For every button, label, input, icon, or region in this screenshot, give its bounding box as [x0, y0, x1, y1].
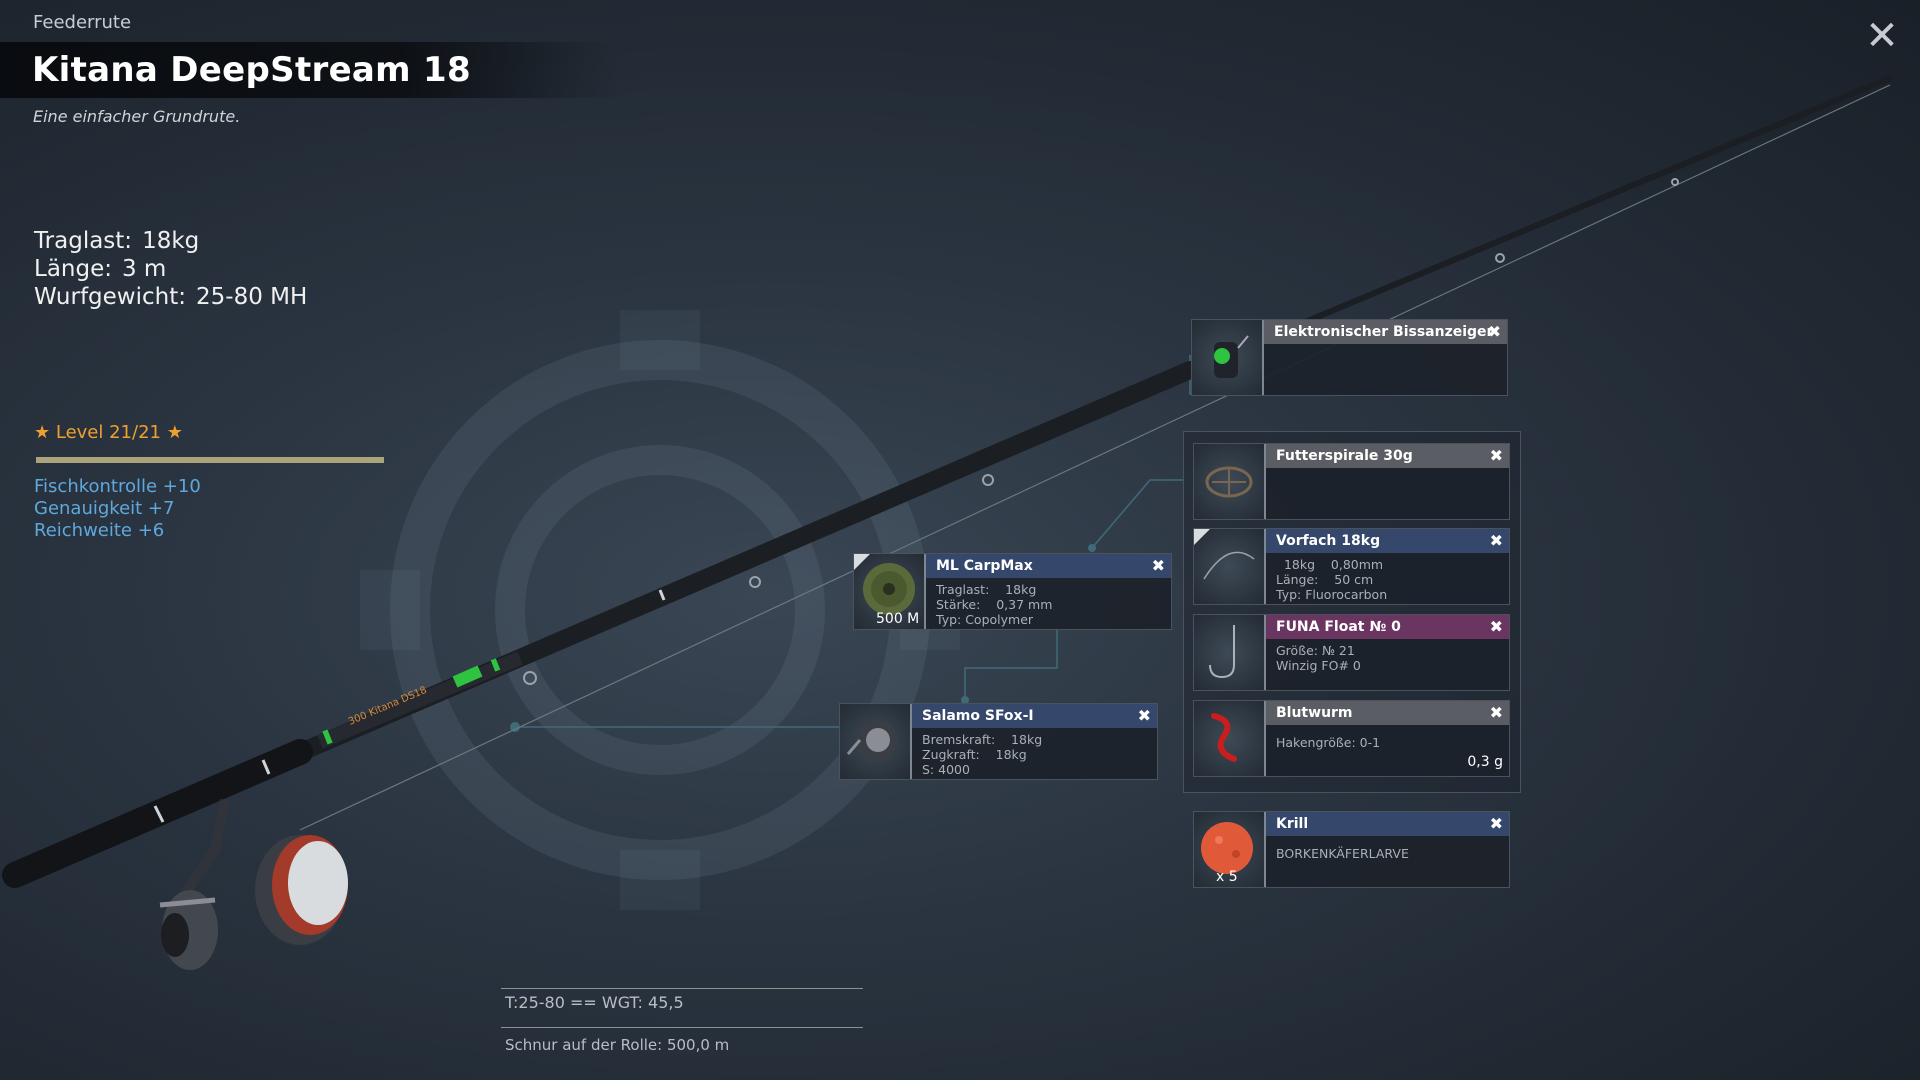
bonus-fish-control: Fischkontrolle +10 [34, 476, 201, 497]
card-title: Salamo SFox-I [912, 704, 1157, 728]
item-quantity: x 5 [1216, 869, 1238, 885]
remove-icon[interactable]: ✖ [1137, 706, 1151, 725]
fishing-line [299, 84, 1891, 831]
bonus-accuracy: Genauigkeit +7 [34, 498, 175, 519]
slot-leader[interactable]: Vorfach 18kg ✖ 18kg 0,80mm Länge: 50 cm … [1193, 528, 1510, 605]
connector-dots [510, 544, 1096, 732]
card-title: Blutwurm [1266, 701, 1509, 725]
bloodworm-icon [1194, 701, 1266, 776]
line-length: 500 M [876, 611, 920, 627]
slot-groundbait[interactable]: x 5 Krill ✖ BORKENKÄFERLARVE [1193, 811, 1510, 888]
line-on-reel-info: Schnur auf der Rolle: 500,0 m [505, 1036, 730, 1054]
slot-bait[interactable]: Blutwurm ✖ Hakengröße: 0-1 0,3 g [1193, 700, 1510, 777]
item-corner-marker [1194, 529, 1210, 545]
item-description: Eine einfacher Grundrute. [33, 107, 241, 126]
card-title: Elektronischer Bissanzeiger [1264, 320, 1507, 344]
bait-weight: 0,3 g [1467, 754, 1503, 770]
slot-fishing-line[interactable]: 500 M ML CarpMax ✖ Traglast: 18kg Stärke… [853, 553, 1172, 630]
connector-lines [515, 355, 1191, 728]
rod-guides [153, 589, 666, 823]
remove-icon[interactable]: ✖ [1489, 703, 1503, 722]
remove-icon[interactable]: ✖ [1489, 446, 1503, 465]
hook-icon [1194, 615, 1266, 690]
remove-icon[interactable]: ✖ [1489, 814, 1503, 833]
tackle-weight-info: T:25-80 == WGT: 45,5 [505, 993, 684, 1012]
card-title: Krill [1266, 812, 1509, 836]
stat-cast-weight: Wurfgewicht:25-80 MH [34, 284, 308, 310]
level-progress-fill [36, 457, 384, 463]
stat-length: Länge:3 m [34, 256, 167, 282]
remove-icon[interactable]: ✖ [1151, 556, 1165, 575]
divider [501, 1027, 863, 1028]
slot-feeder[interactable]: Futterspirale 30g ✖ [1193, 443, 1510, 520]
stat-load: Traglast:18kg [34, 228, 200, 254]
slot-reel[interactable]: Salamo SFox-I ✖ Bremskraft: 18kg Zugkraf… [839, 703, 1158, 780]
background-gear-emblem [390, 340, 930, 880]
line-spool-icon: 500 M [854, 554, 926, 629]
card-details: BORKENKÄFERLARVE [1276, 846, 1409, 861]
divider [501, 988, 863, 989]
card-title: Futterspirale 30g [1266, 444, 1509, 468]
card-title: Vorfach 18kg [1266, 529, 1509, 553]
slot-hook[interactable]: FUNA Float № 0 ✖ Größe: № 21 Winzig FO# … [1193, 614, 1510, 691]
bite-alarm-icon [1192, 320, 1264, 395]
close-icon[interactable]: ✕ [1865, 13, 1899, 59]
item-title: Kitana DeepStream 18 [32, 50, 471, 90]
card-title: FUNA Float № 0 [1266, 615, 1509, 639]
reel-icon [840, 704, 912, 779]
rod-rings [523, 178, 1679, 685]
slot-bite-indicator[interactable]: Elektronischer Bissanzeiger ✖ [1191, 319, 1508, 396]
card-details: Bremskraft: 18kg Zugkraft: 18kg S: 4000 [922, 732, 1043, 777]
bonus-range: Reichweite +6 [34, 520, 165, 541]
card-title: ML CarpMax [926, 554, 1171, 578]
item-category: Feederrute [33, 12, 132, 33]
remove-icon[interactable]: ✖ [1489, 617, 1503, 636]
krill-ball-icon: x 5 [1194, 812, 1266, 887]
card-details: 18kg 0,80mm Länge: 50 cm Typ: Fluorocarb… [1276, 557, 1388, 602]
title-bar [0, 42, 620, 98]
card-details: Hakengröße: 0-1 [1276, 735, 1381, 750]
item-corner-marker [854, 554, 870, 570]
card-details: Größe: № 21 Winzig FO# 0 [1276, 643, 1361, 673]
remove-icon[interactable]: ✖ [1489, 531, 1503, 550]
level-label: ★ Level 21/21 ★ [34, 422, 183, 443]
feeder-cage-icon [1194, 444, 1266, 519]
level-progress-bar [36, 457, 384, 463]
leader-icon [1194, 529, 1266, 604]
remove-icon[interactable]: ✖ [1487, 322, 1501, 341]
card-details: Traglast: 18kg Stärke: 0,37 mm Typ: Copo… [936, 582, 1053, 627]
reel-graphic [159, 799, 348, 970]
